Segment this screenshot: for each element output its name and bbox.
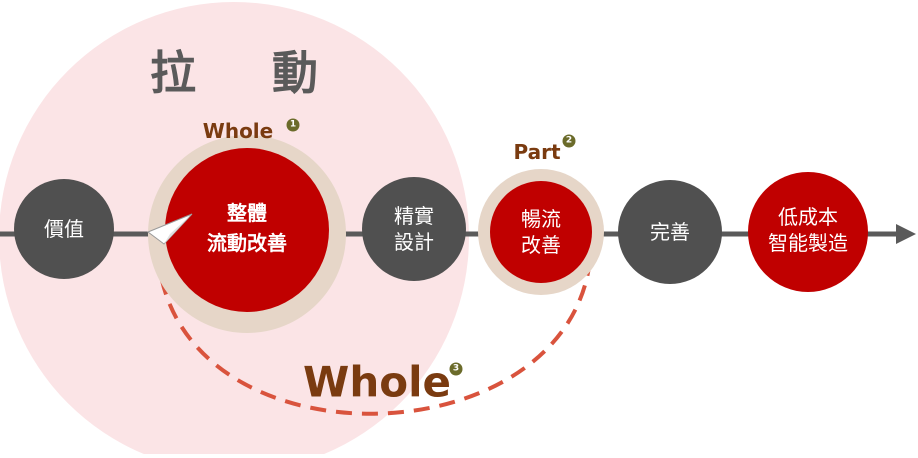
- paper-plane-icon: [146, 213, 193, 245]
- node-smooth-flow-circle: [490, 181, 592, 283]
- badge-2: 2: [562, 134, 576, 148]
- tag-whole-top: Whole: [202, 119, 274, 143]
- node-value-circle: [14, 179, 114, 279]
- node-lean-design-circle: [362, 177, 466, 281]
- node-lean-design-label: 精實 設計: [394, 204, 434, 254]
- badge-1: 1: [286, 118, 300, 132]
- node-low-cost-circle: [748, 172, 868, 292]
- diagram-title: 拉 動: [149, 46, 349, 100]
- node-value-label: 價值: [44, 217, 84, 241]
- tag-whole-bottom: Whole: [303, 357, 451, 407]
- return-dashed-curve: [155, 225, 594, 416]
- node-perfect-label: 完善: [650, 220, 690, 244]
- node-smooth-flow-label: 暢流 改善: [521, 207, 561, 257]
- badge-3: 3: [449, 362, 463, 376]
- tag-part: Part: [513, 140, 561, 164]
- node-whole-flow-label: 整體 流動改善: [207, 201, 287, 255]
- node-whole-flow-circle: [165, 148, 329, 312]
- node-perfect-circle: [618, 180, 722, 284]
- node-low-cost-label: 低成本 智能製造: [768, 205, 848, 255]
- flow-arrowhead: [896, 224, 916, 244]
